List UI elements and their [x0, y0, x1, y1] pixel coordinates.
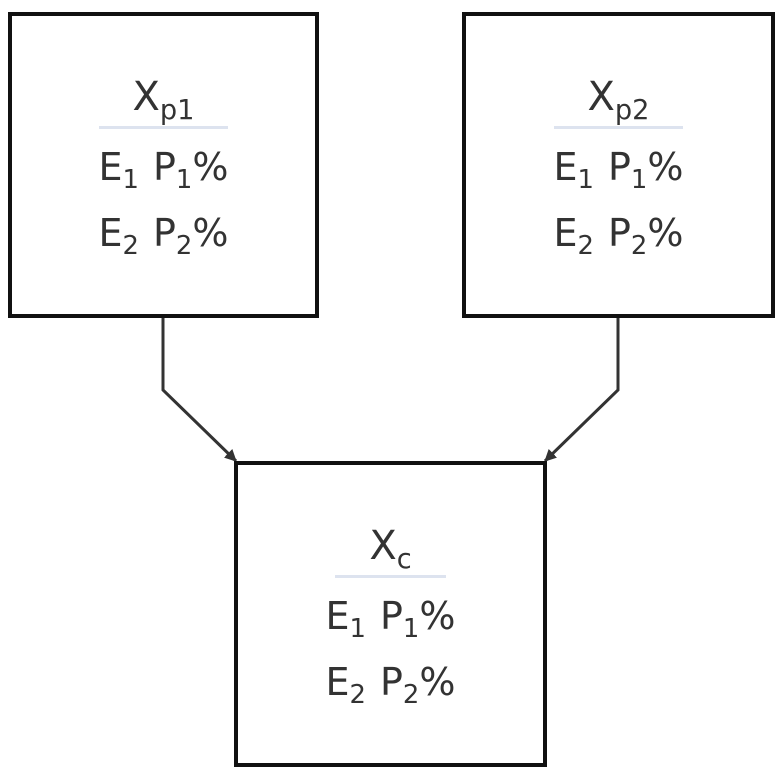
percentage-subscript: 2 — [630, 231, 648, 262]
energy-subscript: 1 — [349, 614, 366, 645]
title-subscript: c — [396, 543, 412, 575]
percentage-label: P — [607, 211, 631, 255]
energy-subscript: 2 — [349, 680, 366, 711]
percentage-subscript: 1 — [402, 614, 420, 645]
title-base: X — [587, 74, 615, 120]
percent-sign: % — [192, 145, 229, 189]
percentage-subscript: 1 — [630, 165, 648, 196]
percent-sign: % — [192, 211, 229, 255]
percentage-label: P — [152, 211, 176, 255]
percentage-subscript: 2 — [402, 680, 420, 711]
node-title: Xc — [335, 523, 446, 578]
energy-subscript: 1 — [577, 165, 594, 196]
energy-label: E — [98, 211, 123, 255]
percent-sign: % — [647, 145, 684, 189]
percentage-label: P — [152, 145, 176, 189]
edge-parent1-to-child — [161, 318, 238, 463]
energy-subscript: 2 — [122, 231, 139, 262]
energy-label: E — [325, 660, 350, 704]
percentage-label: P — [379, 594, 403, 638]
title-base: X — [369, 523, 397, 569]
edge-parent2-to-child — [543, 318, 620, 463]
energy-label: E — [98, 145, 123, 189]
energy-label: E — [325, 594, 350, 638]
energy-subscript: 2 — [577, 231, 594, 262]
title-subscript: p2 — [614, 94, 650, 126]
percentage-label: P — [379, 660, 403, 704]
energy-label: E — [553, 145, 578, 189]
percent-sign: % — [419, 594, 456, 638]
title-base: X — [132, 74, 160, 120]
percent-sign: % — [647, 211, 684, 255]
node-title: Xp1 — [98, 74, 229, 129]
percentage-label: P — [607, 145, 631, 189]
title-subscript: p1 — [159, 94, 195, 126]
percentage-subscript: 1 — [175, 165, 193, 196]
percentage-subscript: 2 — [175, 231, 193, 262]
energy-label: E — [553, 211, 578, 255]
energy-subscript: 1 — [122, 165, 139, 196]
percent-sign: % — [419, 660, 456, 704]
node-title: Xp2 — [553, 74, 684, 129]
